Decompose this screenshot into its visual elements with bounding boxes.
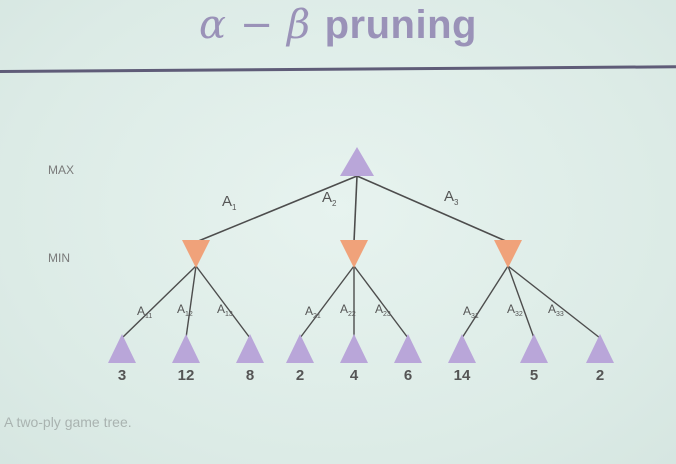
leaf-value: 2 (296, 367, 304, 384)
max-root-node (340, 147, 374, 176)
figure-caption: A two-ply game tree. (4, 414, 132, 430)
min-node (494, 240, 522, 268)
min-node (182, 240, 210, 268)
min-edge (299, 265, 355, 339)
min-edge-label: A31 (463, 304, 479, 320)
root-edge-label: A2 (322, 189, 337, 208)
leaf-node (448, 334, 476, 363)
title-greek-letters: α − β (199, 2, 311, 48)
level-label-max: MAX (48, 163, 74, 177)
leaf-node (108, 334, 136, 363)
leaf-value: 8 (246, 367, 254, 384)
min-edge-label: A11 (137, 304, 152, 320)
leaf-value: 6 (404, 367, 412, 384)
level-label-min: MIN (48, 251, 70, 265)
leaf-node (286, 334, 314, 363)
leaf-node (586, 334, 614, 363)
leaf-node (236, 334, 264, 363)
min-edge (195, 265, 251, 339)
min-edge-label: A23 (375, 302, 391, 318)
leaf-value: 3 (118, 367, 126, 384)
min-node (340, 240, 368, 268)
min-edge (507, 265, 535, 339)
min-edge-label: A33 (548, 302, 564, 318)
leaf-node (340, 334, 368, 363)
min-edge-label: A32 (507, 302, 523, 318)
title-text: pruning (324, 3, 477, 47)
min-edge (461, 265, 509, 339)
root-edge (195, 175, 358, 243)
leaf-value: 5 (530, 367, 538, 384)
root-edge-label: A1 (222, 193, 237, 212)
min-edge (185, 265, 197, 339)
leaf-value: 4 (350, 367, 359, 384)
leaf-node (520, 334, 548, 363)
min-edge (353, 265, 409, 339)
min-edge (507, 265, 601, 339)
root-edge (356, 175, 509, 243)
root-edge (353, 175, 358, 243)
min-edge (121, 265, 197, 339)
leaf-value: 14 (454, 367, 471, 384)
leaf-value: 12 (178, 367, 195, 384)
leaf-node (394, 334, 422, 363)
leaf-value: 2 (596, 367, 604, 384)
min-edge-label: A13 (217, 302, 233, 318)
slide-title: α − β pruning (0, 2, 676, 48)
root-edge-label: A3 (444, 188, 459, 207)
min-edge-label: A21 (305, 304, 321, 320)
leaf-node (172, 334, 200, 363)
